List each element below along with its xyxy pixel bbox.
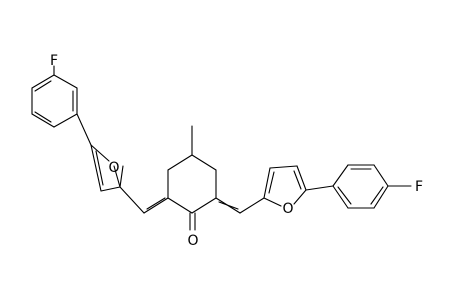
aryl-furan-bond-right xyxy=(305,185,334,191)
exo-double-bond-left xyxy=(143,197,169,214)
left-fluorophenyl-ring xyxy=(31,74,78,128)
right-furan-ring xyxy=(263,165,307,207)
furan-oxygen-left-label: O xyxy=(108,160,119,176)
aryl-furan-bond-left xyxy=(76,113,92,146)
fluorine-left-label: F xyxy=(50,53,58,69)
cyclohexanone-ring xyxy=(167,154,217,214)
ketone-oxygen-label: O xyxy=(187,233,198,249)
vinyl-bond-left xyxy=(119,186,145,214)
left-furan-ring xyxy=(90,144,124,192)
vinyl-bond-right xyxy=(239,197,265,214)
fluorine-right-label: F xyxy=(415,179,423,195)
right-fluorophenyl-ring xyxy=(332,164,389,209)
furan-oxygen-right-label: O xyxy=(282,201,293,217)
